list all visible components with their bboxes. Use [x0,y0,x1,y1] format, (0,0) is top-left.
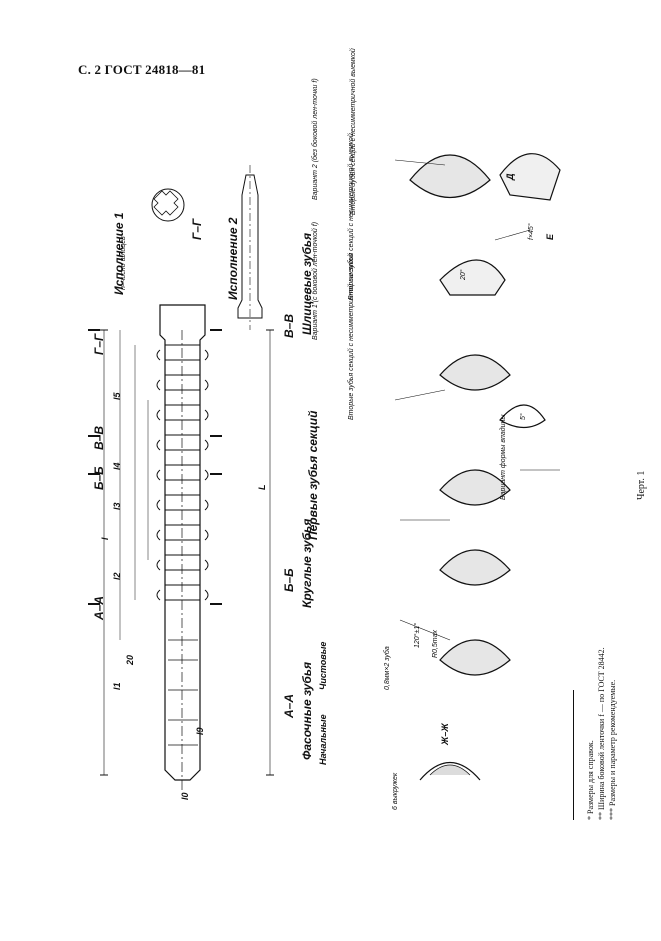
figure-caption: Черт. 1 [636,470,647,500]
section-aa-label: А–А [282,693,296,718]
teeth-first-label: Первые зубья секций [306,410,320,540]
label-finishing: Чистовые [318,641,328,690]
footnote-rule [573,690,574,820]
other-teeth: Вторые зубья секций с несимметричной вые… [348,253,355,420]
dim-20deg: 20° [460,269,467,280]
section-vv-label: В–В [282,313,296,338]
dim-l5: l5 [112,392,122,400]
teeth-shaped-label: Фасочные зубья [300,661,314,760]
dim-bevel: 0,8мм×2 зуба [384,646,391,690]
section-bb-label: Б–Б [282,568,296,592]
section-gg-label: Г–Г [190,218,204,240]
dim-l3: l3 [112,502,122,510]
execution-2-label: Исполнение 2 [226,217,240,300]
dimension-L: L [257,484,267,491]
dim-gamma: 6 выкружек [392,772,399,810]
dim-l4: l4 [112,462,122,470]
dimension-l: l [100,537,110,540]
dim-5deg: 5° [520,413,527,420]
dim-l1: l1 [112,682,122,690]
section-bb-mark: Б–Б [92,466,106,490]
variant-2-label: Вариант 2 (без боковой лен-точки f) [312,78,319,200]
view-d-label: Д [505,173,515,181]
variant-shape-label: Вариант формы впадины [500,414,507,500]
label-initial: Начальные [318,714,328,765]
section-aa-mark: А–А [92,595,106,620]
dim-ra: R0,5max [432,629,439,658]
dim-l9: l9 [195,727,205,735]
dim-120: 120°±1° [414,622,421,648]
footnote-3: *** Размеры и параметр рекомендуемые. [608,679,617,820]
label-n-teeth: n–число шлицев [120,236,127,290]
dim-l2: l2 [112,572,122,580]
dim-l0: l0 [180,792,190,800]
page-title: С. 2 ГОСТ 24818—81 [78,62,206,77]
section-vv-mark: В–В [92,425,106,450]
dim-fx45: f×45° [528,223,535,240]
section-gg-mark: Г–Г [92,333,106,355]
footnote-2: ** Ширина боковой ленточки f — по ГОСТ 2… [597,647,606,820]
view-zh-label: Ж–Ж [440,723,450,745]
variant-1-label: Вариант 1 (с боковой лен-точкой f) [312,221,319,340]
footnote-1: * Размеры для справок. [586,740,595,820]
view-e-label: Е [545,233,555,240]
dim-20: 20 [125,654,135,665]
